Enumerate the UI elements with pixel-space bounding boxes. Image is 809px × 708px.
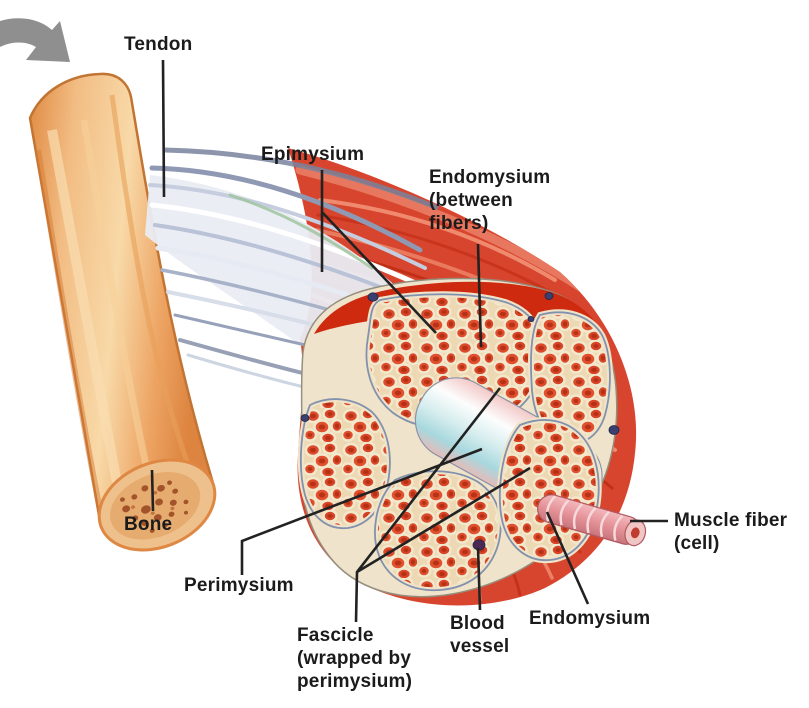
- bone-illustration: [28, 72, 217, 552]
- endomysium-top-leader: [476, 243, 483, 348]
- label-bone: Bone: [124, 514, 173, 535]
- muscle-cross-section-illustration: [297, 277, 647, 598]
- endomysium-bottom-leader: [545, 511, 590, 605]
- blood-vessel-dots: [300, 292, 620, 551]
- tendon-leader: [161, 59, 166, 198]
- label-perimysium: Perimysium: [184, 575, 294, 596]
- epimysium-leader: [320, 170, 437, 334]
- label-endomysium-between-fibers: Endomysium (between fibers): [429, 167, 551, 234]
- label-endomysium: Endomysium: [529, 608, 651, 629]
- bone-leader: [150, 469, 155, 512]
- perimysium-leader: [240, 447, 483, 575]
- label-epimysium: Epimysium: [261, 144, 365, 165]
- leader-lines: [150, 59, 668, 623]
- label-blood-vessel: Blood vessel: [450, 613, 510, 657]
- label-fascicle: Fascicle (wrapped by perimysium): [297, 625, 413, 692]
- fascicle-leader: [354, 387, 531, 623]
- muscle-fiber-illustration: [537, 494, 647, 547]
- label-tendon: Tendon: [124, 34, 193, 55]
- blood-vessel-leader: [476, 547, 482, 611]
- curved-arrow-icon: [0, 18, 70, 62]
- label-muscle-fiber: Muscle fiber (cell): [674, 510, 788, 554]
